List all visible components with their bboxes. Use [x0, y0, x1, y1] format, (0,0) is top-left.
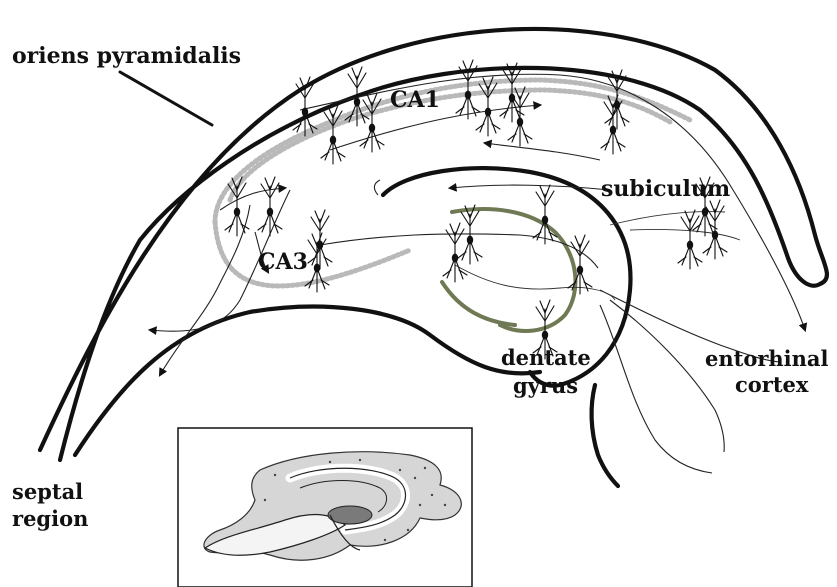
- label-region: region: [12, 506, 88, 531]
- label-septal: septal: [12, 479, 83, 504]
- label-entorhinal: entorhinal: [705, 346, 829, 371]
- label-ca3: CA3: [258, 249, 308, 275]
- ca1-neuron-1: [321, 105, 345, 164]
- oriens-pointer-line: [120, 72, 212, 125]
- label-ca1: CA1: [390, 87, 440, 113]
- dentate-tail: [592, 385, 618, 486]
- label-cortex: cortex: [735, 372, 809, 397]
- inset-hippocampus-sketch: [178, 428, 472, 587]
- label-gyrus: gyrus: [513, 373, 578, 398]
- label-oriens: oriens pyramidalis: [12, 43, 241, 69]
- label-dentate: dentate: [501, 345, 591, 370]
- ca3-neuron-1: [225, 177, 249, 236]
- label-subiculum: subiculum: [601, 176, 730, 202]
